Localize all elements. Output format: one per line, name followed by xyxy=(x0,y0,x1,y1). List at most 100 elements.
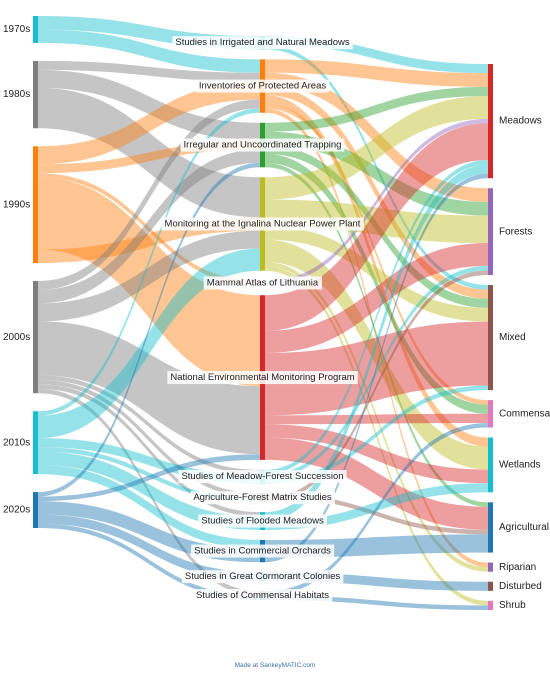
label-bg-natenv xyxy=(167,371,358,385)
flow-s2020-natenv xyxy=(38,454,260,502)
flow-invent-meadows xyxy=(265,59,488,87)
node-agricultural xyxy=(488,502,493,553)
node-s2020 xyxy=(33,492,38,528)
flow-ignal-meadows xyxy=(265,95,488,200)
flow-mfsucc-meadows xyxy=(265,159,488,475)
flow-agrifor-forests xyxy=(265,270,488,503)
label-bg-orch xyxy=(191,544,335,558)
node-meadows xyxy=(488,64,493,179)
label-wetlands: Wetlands xyxy=(499,460,541,471)
label-agrifor: Agriculture-Forest Matrix Studies xyxy=(193,492,332,503)
flow-trap-forests xyxy=(265,131,488,216)
label-shrub: Shrub xyxy=(499,600,526,611)
flow-natenv-commensal xyxy=(265,413,488,425)
flow-ignal-forests xyxy=(265,199,488,244)
label-commensal: Commensal xyxy=(499,408,550,419)
label-bg-ignal xyxy=(161,217,364,231)
label-bg-flood xyxy=(198,514,328,528)
node-commensal xyxy=(488,400,493,428)
flow-commhab-commensal xyxy=(265,422,488,596)
label-mfsucc: Studies of Meadow-Forest Succession xyxy=(181,471,343,482)
flow-flood-meadows xyxy=(265,164,488,522)
label-forests: Forests xyxy=(499,226,532,237)
links-stage1 xyxy=(38,16,260,600)
flow-s2020-commhab xyxy=(38,523,260,600)
flow-invent-forests xyxy=(265,72,488,202)
label-bg-invent xyxy=(195,79,330,93)
flow-invent-riparian xyxy=(265,108,488,568)
label-atlas: Mammal Atlas of Lithuania xyxy=(207,277,319,288)
label-ignal: Monitoring at the Ignalina Nuclear Power… xyxy=(165,219,361,230)
footer-credit: Made at SankeyMATIC.com xyxy=(234,662,316,669)
flow-s2000-agrifor xyxy=(38,379,260,498)
label-bg-agrifor xyxy=(190,491,335,505)
label-bg-corm xyxy=(181,570,344,584)
label-commhab: Studies of Commensal Habitats xyxy=(196,590,329,601)
label-trap: Irregular and Uncoordinated Trapping xyxy=(184,140,342,151)
label-s1980: 1980s xyxy=(3,89,30,100)
flow-orch-meadows xyxy=(265,173,488,563)
flow-s1980-invent xyxy=(38,60,260,82)
label-flood: Studies of Flooded Meadows xyxy=(201,516,324,527)
flow-invent-commensal xyxy=(265,103,488,405)
flow-s2000-mfsucc xyxy=(38,375,260,475)
flow-s2000-ignal xyxy=(38,230,260,322)
flow-natenv-agricultural xyxy=(265,437,488,530)
flow-s2020-corm xyxy=(38,514,260,582)
flow-s2000-natenv xyxy=(38,321,260,455)
label-invent: Inventories of Protected Areas xyxy=(199,81,327,92)
label-meadows: Meadows xyxy=(499,116,542,127)
flow-s2000-invent xyxy=(38,99,260,290)
flow-s1990-atlas xyxy=(38,173,260,286)
node-mixed xyxy=(488,285,493,391)
node-s2000 xyxy=(33,281,38,394)
flow-s2010-invent xyxy=(38,108,260,416)
label-corm: Studies in Great Cormorant Colonies xyxy=(185,571,340,582)
node-forests xyxy=(488,188,493,276)
node-s2010 xyxy=(33,411,38,475)
flow-s1990-invent xyxy=(38,81,260,165)
label-s1990: 1990s xyxy=(3,199,30,210)
flow-s2010-agrifor xyxy=(38,447,260,503)
label-bg-irrig xyxy=(172,36,353,50)
flow-natenv-wetlands xyxy=(265,424,488,484)
node-wetlands xyxy=(488,437,493,493)
label-s2000: 2000s xyxy=(3,332,30,343)
label-s1970: 1970s xyxy=(3,24,30,35)
flow-irrig-mixed xyxy=(265,44,488,290)
flow-s2020-trap xyxy=(38,162,260,497)
flow-invent-mixed xyxy=(265,86,488,299)
flow-natenv-forests xyxy=(265,243,488,354)
label-bg-atlas xyxy=(203,276,322,290)
node-labels: 1970s1980s1990s2000s2010s2020sMeadowsFor… xyxy=(3,24,550,611)
flow-ignal-wetlands xyxy=(265,239,488,470)
flow-agrifor-agricultural xyxy=(265,493,488,535)
flow-trap-agricultural xyxy=(265,162,488,507)
label-irrig: Studies in Irrigated and Natural Meadows xyxy=(175,37,350,48)
node-shrub xyxy=(488,600,493,610)
node-s1990 xyxy=(33,146,38,263)
flow-natenv-mixed xyxy=(265,321,488,416)
flow-s2000-commhab xyxy=(38,388,260,596)
node-riparian xyxy=(488,562,493,572)
label-agricultural: Agricultural xyxy=(499,522,549,533)
flow-s2000-flood xyxy=(38,384,260,517)
label-orch: Studies in Commercial Orchards xyxy=(194,546,331,557)
flow-invent-wetlands xyxy=(265,94,488,447)
flow-ignal-mixed xyxy=(265,226,488,322)
flow-s2000-trap xyxy=(38,149,260,304)
label-bg-commhab xyxy=(192,589,333,603)
flow-trap-meadows xyxy=(265,86,488,132)
flow-trap-mixed xyxy=(265,145,488,308)
label-disturbed: Disturbed xyxy=(499,581,542,592)
label-riparian: Riparian xyxy=(499,562,536,573)
node-s1970 xyxy=(33,16,38,43)
label-bg-mfsucc xyxy=(178,470,347,484)
label-mixed: Mixed xyxy=(499,332,526,343)
flow-atlas-meadows xyxy=(265,118,488,286)
flow-s2010-ignal xyxy=(38,248,260,439)
label-s2020: 2020s xyxy=(3,505,30,516)
flow-ignal-riparian xyxy=(265,261,488,572)
flow-s2010-flood xyxy=(38,451,260,530)
